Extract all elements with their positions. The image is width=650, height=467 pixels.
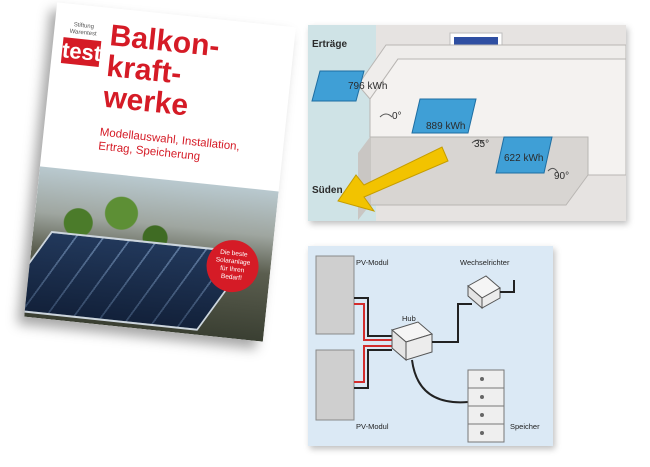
brand-test-logo: test [60,37,103,68]
pv-module-bottom [315,349,355,421]
panel-3-yield: 622 kWh [504,153,544,164]
panel-90 [495,136,553,174]
book-subtitle: Modellauswahl, Installation, Ertrag, Spe… [97,126,241,164]
storage-label: Speicher [510,422,540,431]
panel-flat [311,70,365,102]
wiring-illustration [315,255,515,443]
book-cover: Stiftung Warentest test Balkon- kraft- w… [24,2,296,342]
panel-35 [411,98,477,134]
balcony-illustration [308,25,626,221]
panel-1-yield: 796 kWh [348,81,388,92]
pv-module-bottom-label: PV-Modul [356,422,389,431]
panel-2-yield: 889 kWh [426,121,466,132]
panel-2-angle: 35° [474,139,490,150]
badge-text: Die beste Solaranlage für Ihren Bedarf! [215,248,251,283]
battery-storage [467,369,505,443]
inverter-label: Wechselrichter [460,258,510,267]
yields-label: Erträge [312,39,348,50]
brand-logo: Stiftung Warentest test [60,21,103,68]
hub-label: Hub [402,314,416,323]
panel-3-angle: 90° [554,171,570,182]
pv-module-top-label: PV-Modul [356,258,389,267]
panel-1-angle: 0° [392,111,402,122]
brand-small-text: Stiftung Warentest [69,22,97,38]
book-title: Balkon- kraft- werke [102,19,291,131]
pv-module-top [315,255,355,335]
wiring-diagram: PV-Modul PV-Modul Wechselrichter Hub Spe… [308,246,553,446]
south-label: Süden [312,185,343,196]
balcony-orientation-diagram: Erträge 796 kWh 0° 889 kWh 35° 622 kWh 9… [308,25,626,221]
